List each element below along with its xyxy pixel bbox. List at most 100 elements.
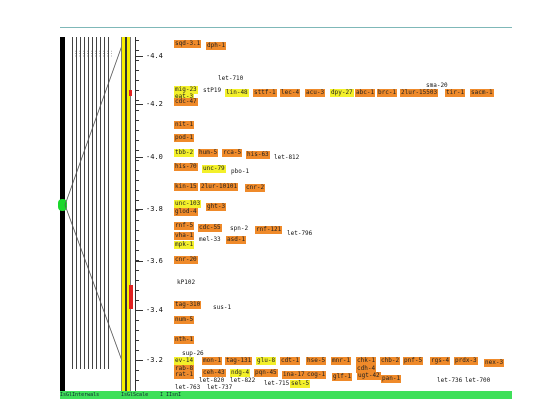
locus-line[interactable] (92, 37, 93, 369)
gene-label[interactable]: his-70 (174, 163, 198, 171)
gene-label[interactable]: dph-1 (206, 42, 227, 50)
gene-label[interactable]: spn-2 (230, 225, 249, 232)
gene-label[interactable]: let-820 (199, 377, 225, 384)
gene-label[interactable]: rab-8 (174, 365, 195, 373)
gene-label[interactable]: chk-1 (356, 357, 377, 365)
gene-label[interactable]: hum-5 (198, 149, 219, 157)
gene-label[interactable]: rca-5 (222, 149, 243, 157)
gene-label[interactable]: cdc-55 (198, 224, 222, 232)
gene-label[interactable]: eat-3 (174, 93, 195, 101)
gene-label[interactable]: let-737 (207, 384, 233, 391)
misc-label[interactable]: I IIsnI (160, 392, 182, 398)
gene-label[interactable]: ugt-42 (357, 372, 381, 380)
locus-line[interactable] (72, 37, 73, 369)
gene-label[interactable]: vha-1 (174, 232, 195, 240)
gene-label[interactable]: tbb-2 (174, 149, 195, 157)
gene-label[interactable]: cdt-1 (280, 357, 301, 365)
locus-line[interactable] (96, 37, 97, 369)
gene-label[interactable]: mel-33 (199, 236, 221, 243)
selected-region-marker-small[interactable] (129, 90, 132, 96)
gene-label[interactable]: pod-1 (174, 134, 195, 142)
gene-label[interactable]: mpk-1 (174, 241, 195, 249)
locus-line[interactable] (84, 37, 85, 369)
gene-label[interactable]: dpy-27 (330, 89, 354, 97)
gene-label[interactable]: unc-79 (202, 165, 226, 173)
gene-label[interactable]: ina-17 (282, 371, 306, 379)
gene-label[interactable]: sel-5 (290, 380, 311, 388)
gene-label[interactable]: stP19 (203, 87, 222, 94)
gene-label[interactable]: mon-1 (202, 357, 223, 365)
gene-label[interactable]: lec-4 (280, 89, 301, 97)
locus-line[interactable] (108, 37, 109, 369)
gene-label[interactable]: sacm-1 (470, 89, 494, 97)
gene-label[interactable]: glu-8 (256, 357, 277, 365)
scale-label[interactable]: IsGlScale (121, 392, 149, 398)
gene-label[interactable]: sqd-3.1 (174, 40, 202, 48)
gene-label[interactable]: prdx-3 (454, 357, 478, 365)
intervals-label[interactable]: IsGlInterwals (60, 392, 100, 398)
gene-label[interactable]: glf-1 (332, 373, 353, 381)
gene-label[interactable]: sttf-1 (253, 89, 277, 97)
gene-label[interactable]: let-736 (437, 377, 463, 384)
gene-label[interactable]: lin-48 (225, 89, 249, 97)
gene-label[interactable]: chb-2 (380, 357, 401, 365)
gene-label[interactable]: sus-1 (213, 304, 232, 311)
gene-label[interactable]: sup-26 (182, 350, 204, 357)
gene-label[interactable]: 2lur-10101 (200, 183, 239, 191)
chromosome-position-marker[interactable] (58, 199, 67, 211)
gene-label[interactable]: nth-1 (174, 336, 195, 344)
gene-label[interactable]: ceh-43 (202, 369, 226, 377)
gene-label[interactable]: cdh-4 (356, 365, 377, 373)
gene-label[interactable]: let-710 (218, 75, 244, 82)
gene-label[interactable]: let-700 (465, 377, 491, 384)
gene-label[interactable]: let-796 (287, 230, 313, 237)
gene-label[interactable]: let-715 (264, 380, 290, 387)
gene-label[interactable]: acu-3 (305, 89, 326, 97)
gene-label[interactable]: tag-131 (225, 357, 253, 365)
scale-major-tick (135, 360, 143, 361)
gene-label[interactable]: pqn-45 (254, 369, 278, 377)
gene-label[interactable]: brc-1 (377, 89, 398, 97)
gene-label[interactable]: asd-1 (226, 236, 247, 244)
gene-label[interactable]: glod-4 (174, 208, 198, 216)
gene-label[interactable]: ght-3 (206, 203, 227, 211)
gene-label[interactable]: let-763 (175, 384, 201, 391)
gene-label[interactable]: cnr-2 (245, 184, 266, 192)
gene-label[interactable]: kP102 (177, 279, 196, 286)
gene-label[interactable]: unc-103 (174, 200, 202, 208)
gene-label[interactable]: kin-15 (174, 183, 198, 191)
gene-label[interactable]: cdc-47 (174, 98, 198, 106)
gene-label[interactable]: rgs-4 (430, 357, 451, 365)
gene-label[interactable]: tag-310 (174, 301, 202, 309)
gene-label[interactable]: ndg-4 (230, 369, 251, 377)
gene-label[interactable]: let-822 (230, 377, 256, 384)
gene-label[interactable]: pan-1 (381, 375, 402, 383)
gene-label[interactable]: 2lur-15503 (400, 89, 439, 97)
locus-line[interactable] (80, 37, 81, 369)
selected-region-marker[interactable] (129, 285, 133, 309)
locus-line[interactable] (104, 37, 105, 369)
gene-label[interactable]: mig-23 (174, 86, 198, 94)
chromosome-bar[interactable] (60, 37, 65, 391)
gene-label[interactable]: nex-3 (484, 359, 505, 367)
gene-label[interactable]: pnf-5 (403, 357, 424, 365)
gene-label[interactable]: mnr-1 (331, 357, 352, 365)
gene-label[interactable]: hse-5 (306, 357, 327, 365)
gene-label[interactable]: cnr-20 (174, 256, 198, 264)
gene-label[interactable]: rnf-5 (174, 222, 195, 230)
gene-label[interactable]: cog-1 (306, 371, 327, 379)
gene-label[interactable]: rat-1 (174, 371, 195, 379)
gene-label[interactable]: tir-1 (445, 89, 466, 97)
gene-label[interactable]: nit-1 (174, 121, 195, 129)
locus-line[interactable] (100, 37, 101, 369)
locus-line[interactable] (76, 37, 77, 369)
gene-label[interactable]: his-63 (246, 151, 270, 159)
gene-label[interactable]: num-5 (174, 316, 195, 324)
gene-label[interactable]: ev-14 (174, 357, 195, 365)
gene-label[interactable]: rnf-121 (255, 226, 283, 234)
gene-label[interactable]: abc-1 (355, 89, 376, 97)
gene-label[interactable]: pbo-1 (231, 168, 250, 175)
gene-label[interactable]: sma-20 (426, 82, 448, 89)
locus-line[interactable] (88, 37, 89, 369)
gene-label[interactable]: let-812 (274, 154, 300, 161)
